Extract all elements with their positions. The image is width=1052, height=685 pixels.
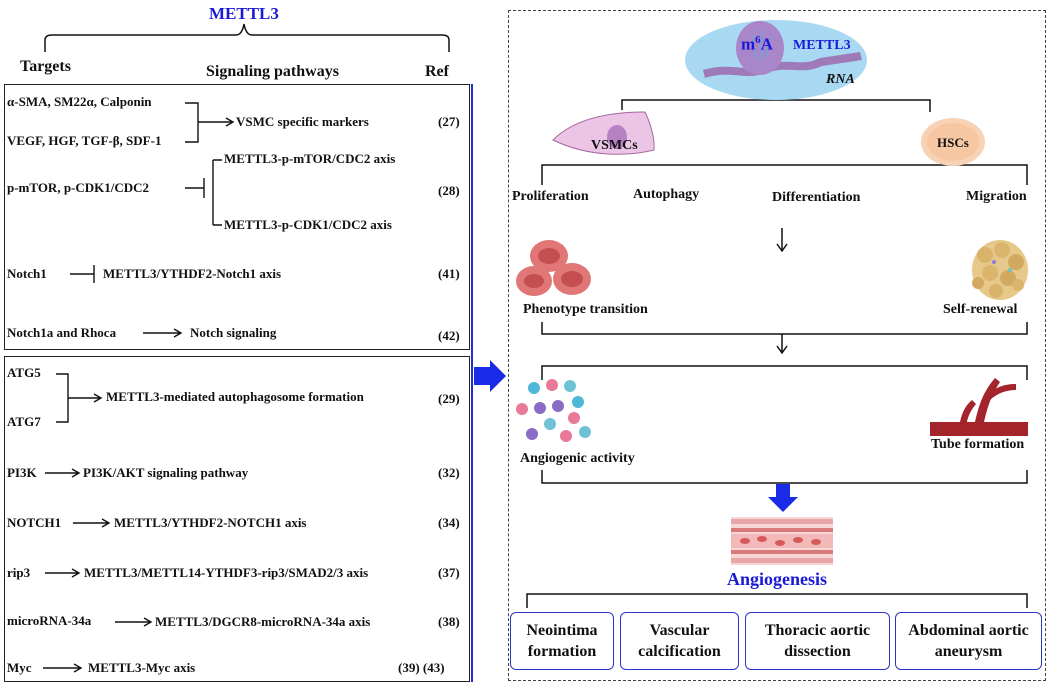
phenotype-transition-label: Phenotype transition: [523, 302, 648, 317]
ref-42: (42): [438, 328, 460, 343]
tree-6: [526, 593, 1028, 608]
process-differentiation: Differentiation: [772, 190, 861, 205]
pathway-mtor-axis: METTL3-p-mTOR/CDC2 axis: [224, 151, 396, 166]
group-box-2: [4, 356, 470, 682]
group-box-1: [4, 84, 470, 350]
ref-27: (27): [438, 114, 460, 129]
stem-cluster: [972, 240, 1028, 300]
top-brace: [44, 23, 450, 52]
tree-5: [541, 470, 1028, 484]
tube-vessel: [930, 378, 1028, 436]
down-arrow-2: [776, 334, 788, 355]
arrow-42: [143, 328, 183, 338]
inhibit-41: [70, 265, 95, 283]
target-notch1a: Notch1a and Rhoca: [7, 325, 117, 340]
target-microrna-34a: microRNA-34a: [7, 613, 92, 628]
ref-41: (41): [438, 266, 460, 281]
arrow-37: [45, 568, 81, 578]
pathway-autophagosome: METTL3-mediated autophagosome formation: [106, 389, 364, 404]
angiogenic-activity-label: Angiogenic activity: [520, 451, 635, 466]
target-p-mtor: p-mTOR, p-CDK1/CDC2: [7, 180, 150, 195]
rna-label: RNA: [826, 72, 855, 87]
disease-vascular-calcification: Vascular calcification: [620, 612, 739, 670]
blue-down-arrow: [768, 484, 798, 512]
m6a-label: m6A: [741, 34, 773, 54]
ref-28: (28): [438, 183, 460, 198]
pathway-dgcr8: METTL3/DGCR8-microRNA-34a axis: [155, 614, 371, 629]
ref-39-43: (39) (43): [398, 660, 445, 675]
target-myc: Myc: [7, 660, 32, 675]
bracket-29: [56, 373, 103, 423]
disease-abdominal-aneurysm: Abdominal aortic aneurysm: [895, 612, 1042, 670]
arrow-myc: [43, 663, 83, 673]
col-header-ref: Ref: [425, 63, 449, 80]
mettl3-protein: [736, 21, 784, 75]
arrow-32: [45, 468, 81, 478]
angiogenesis-label: Angiogenesis: [727, 569, 828, 589]
target-pi3k: PI3K: [7, 465, 37, 480]
disease-thoracic-dissection: Thoracic aortic dissection: [745, 612, 890, 670]
target-atg7: ATG7: [7, 414, 41, 429]
process-proliferation: Proliferation: [512, 189, 589, 204]
pathway-cdk1-axis: METTL3-p-CDK1/CDC2 axis: [224, 217, 392, 232]
pathway-myc-axis: METTL3-Myc axis: [88, 660, 196, 675]
ref-32: (32): [438, 465, 460, 480]
tube-formation-label: Tube formation: [931, 437, 1025, 452]
ref-37: (37): [438, 565, 460, 580]
pathway-notch-signaling: Notch signaling: [190, 325, 277, 340]
target-rip3: rip3: [7, 565, 31, 580]
process-migration: Migration: [966, 189, 1027, 204]
hscs-label: HSCs: [937, 135, 969, 150]
ref-29: (29): [438, 391, 460, 406]
col-header-pathways: Signaling pathways: [206, 63, 339, 80]
mettl3-label: METTL3: [793, 38, 851, 53]
red-cells: [516, 240, 591, 296]
target-atg5: ATG5: [7, 365, 41, 380]
self-renewal-label: Self-renewal: [943, 302, 1018, 317]
ref-38: (38): [438, 614, 460, 629]
pathway-ythdf2-notch1: METTL3/YTHDF2-Notch1 axis: [103, 266, 282, 281]
bracket-28: [185, 159, 222, 226]
blue-divider: [471, 84, 473, 682]
disease-neointima: Neointima formation: [510, 612, 614, 670]
pathway-pi3k-akt: PI3K/AKT signaling pathway: [83, 465, 249, 480]
target-vegf: VEGF, HGF, TGF-β, SDF-1: [7, 133, 162, 148]
target-notch1-upper: NOTCH1: [7, 515, 62, 530]
tree-4: [541, 365, 1028, 380]
tree-2: [541, 164, 1028, 185]
pathway-ythdf2-notch1-upper: METTL3/YTHDF2-NOTCH1 axis: [114, 515, 307, 530]
target-notch1: Notch1: [7, 266, 47, 281]
pathway-rip3: METTL3/METTL14-YTHDF3-rip3/SMAD2/3 axis: [84, 565, 369, 580]
angiogenic-dots: [516, 379, 591, 442]
col-header-targets: Targets: [20, 58, 71, 75]
right-panel-frame: [508, 10, 1046, 681]
bracket-27: [185, 102, 232, 143]
vsmc-cell: [552, 111, 655, 155]
tree-3: [541, 322, 1028, 335]
diagram-title: METTL3: [209, 4, 279, 23]
ref-34: (34): [438, 515, 460, 530]
vsmcs-label: VSMCs: [591, 138, 638, 153]
pathway-vsmc-markers: VSMC specific markers: [236, 114, 369, 129]
target-alpha-sma: α-SMA, SM22α, Calponin: [7, 94, 152, 109]
arrow-34: [73, 518, 111, 528]
process-autophagy: Autophagy: [633, 187, 700, 202]
vessel-band: [731, 517, 833, 565]
big-blue-arrow: [474, 360, 506, 392]
down-arrow-1: [776, 228, 788, 253]
arrow-38: [115, 617, 153, 627]
rna-strand: [703, 52, 862, 78]
